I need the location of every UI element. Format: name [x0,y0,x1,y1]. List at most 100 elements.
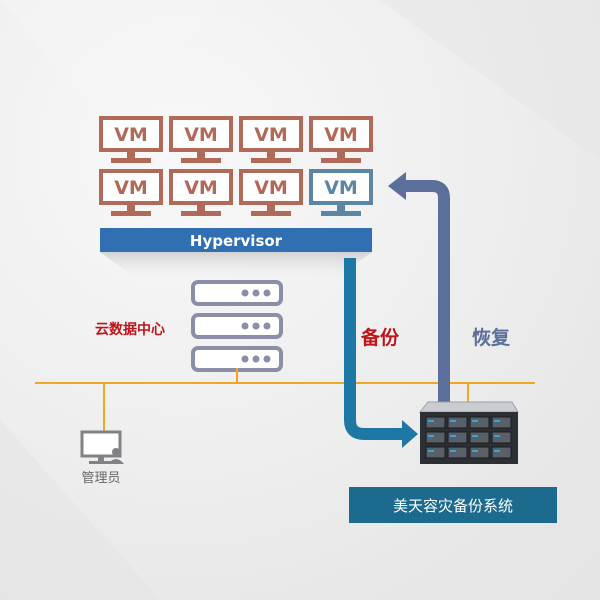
vm-base [321,158,361,163]
vm-monitor: VM [169,116,233,163]
vm-monitor: VM [309,116,373,163]
backup-arrow [344,258,418,448]
vm-label: VM [114,124,148,146]
server-stack-icon [191,280,283,372]
drive-led [494,435,500,437]
vm-label: VM [324,177,358,199]
drive-led [472,435,478,437]
server-unit-body [191,280,283,306]
server-led [263,322,271,330]
server-led [252,355,260,363]
vm-stand [127,152,135,158]
hypervisor-shadow [100,252,372,278]
admin-monitor-stand [98,457,104,461]
drive-led [428,435,434,437]
drive-led [450,450,456,452]
vm-base [111,158,151,163]
drive-bay [425,446,446,459]
drive-led [494,420,500,422]
vm-stand [267,205,275,211]
restore-flow-path [402,180,450,410]
admin-monitor-screen [80,430,122,458]
vm-label: VM [184,124,218,146]
drive-led [494,450,500,452]
vm-stand [337,152,345,158]
vm-screen [309,169,373,205]
vm-label: VM [184,177,218,199]
vm-screen [239,169,303,205]
drive-bay [447,416,468,429]
rack-server-icon [418,401,519,464]
vm-stand [197,152,205,158]
drive-bay [425,416,446,429]
drive-led [472,420,478,422]
drive-led [450,435,456,437]
vm-screen [99,169,163,205]
vm-monitor: VM [309,169,373,216]
restore-label: 恢复 [472,326,511,349]
vm-label: VM [324,124,358,146]
vm-stand [197,205,205,211]
server-unit [191,280,283,306]
drive-bay [469,431,490,444]
drive-bay [469,446,490,459]
backup-label: 备份 [360,326,400,349]
vm-monitor: VM [169,169,233,216]
vm-monitor: VM [239,169,303,216]
vm-label: VM [254,124,288,146]
vm-base [181,211,221,216]
server-led [263,355,271,363]
admin-label: 管理员 [81,471,120,486]
vm-stand [337,205,345,211]
vm-stand [127,205,135,211]
admin-monitor-base [89,461,113,464]
drive-bay [469,416,490,429]
vm-label: VM [254,177,288,199]
server-led [241,289,249,297]
drive-bay [447,446,468,459]
vm-base [251,211,291,216]
vm-screen [239,116,303,152]
server-led [241,355,249,363]
backup-system-bar [349,487,557,523]
server-led [241,322,249,330]
server-led [263,289,271,297]
vm-monitor: VM [239,116,303,163]
hypervisor: Hypervisor [100,228,372,252]
drive-led [450,420,456,422]
backup-arrowhead [402,420,418,448]
backup-flow-path [344,258,405,440]
restore-arrowhead [388,172,406,200]
admin-user-body [108,459,124,464]
drive-bay [447,431,468,444]
vm-base [251,158,291,163]
vm-label: VM [114,177,148,199]
rack-top [418,401,519,413]
backup-system-label: 美天容灾备份系统 [393,497,513,515]
vm-base [321,211,361,216]
vm-screen [99,116,163,152]
cloud-datacenter-label: 云数据中心 [95,321,165,338]
vm-monitor: VM [99,169,163,216]
vm-screen [169,169,233,205]
server-unit [191,313,283,339]
vm-monitor: VM [99,116,163,163]
server-led [252,289,260,297]
drive-bay [491,446,512,459]
vm-stand [267,152,275,158]
hypervisor-bar [100,228,372,252]
server-unit-body [191,313,283,339]
vm-screen [169,116,233,152]
vm-grid: VM VM VM VM VM VM VM VM [99,116,373,216]
vm-base [181,158,221,163]
server-led [252,322,260,330]
vm-screen [309,116,373,152]
server-unit [191,346,283,372]
drive-led [472,450,478,452]
drive-led [428,420,434,422]
admin-user-head [112,448,120,456]
drive-bay [491,431,512,444]
backup-system-banner: 美天容灾备份系统 [349,487,557,523]
